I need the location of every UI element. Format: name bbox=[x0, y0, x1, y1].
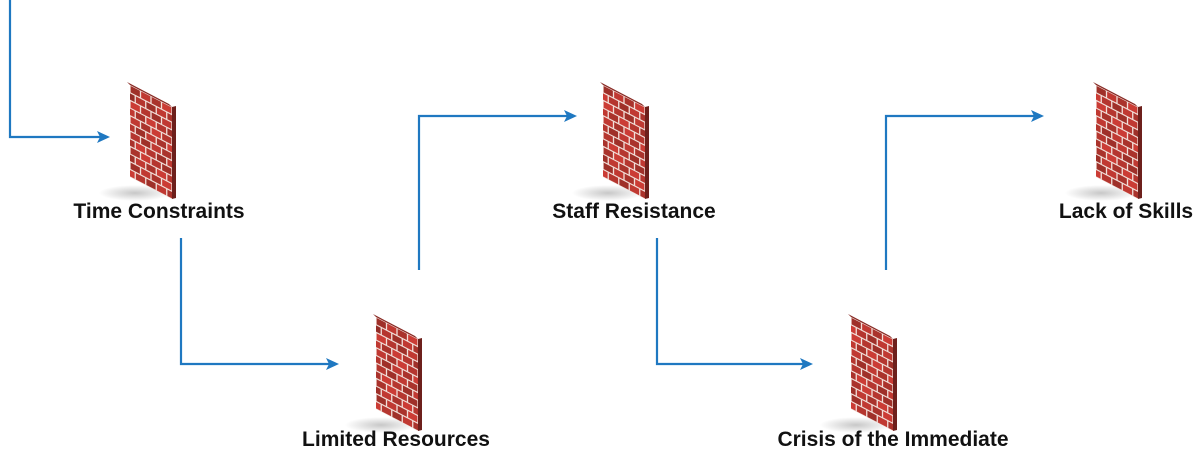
brick-wall-icon bbox=[820, 314, 897, 433]
arrowhead-icon bbox=[97, 131, 110, 143]
connector-arrow-start-to-time-constraints bbox=[8, 0, 100, 139]
arrowhead-icon bbox=[1031, 110, 1044, 122]
arrowhead-icon bbox=[564, 110, 577, 122]
barrier-label-staff-resistance: Staff Resistance bbox=[552, 200, 716, 223]
connector-arrow-time-constraints-to-limited-resources bbox=[179, 238, 329, 366]
connector-arrow-staff-resistance-to-crisis bbox=[655, 238, 803, 366]
arrowhead-icon bbox=[800, 358, 813, 370]
barrier-label-time-constraints: Time Constraints bbox=[73, 200, 245, 223]
barrier-label-crisis-of-the-immediate: Crisis of the Immediate bbox=[777, 428, 1009, 451]
brick-wall-icon bbox=[99, 82, 176, 201]
arrowheads bbox=[97, 110, 1044, 370]
connector-arrows bbox=[8, 0, 1034, 366]
brick-wall-icon bbox=[345, 314, 422, 433]
barrier-label-lack-of-skills: Lack of Skills bbox=[1058, 200, 1194, 223]
connector-arrow-crisis-to-lack-of-skills bbox=[884, 114, 1034, 270]
brick-wall-icon bbox=[1065, 82, 1142, 201]
arrowhead-icon bbox=[326, 358, 339, 370]
brick-wall-icon bbox=[572, 82, 649, 201]
barrier-label-limited-resources: Limited Resources bbox=[302, 428, 490, 451]
connector-arrow-limited-resources-to-staff-resistance bbox=[417, 114, 567, 270]
